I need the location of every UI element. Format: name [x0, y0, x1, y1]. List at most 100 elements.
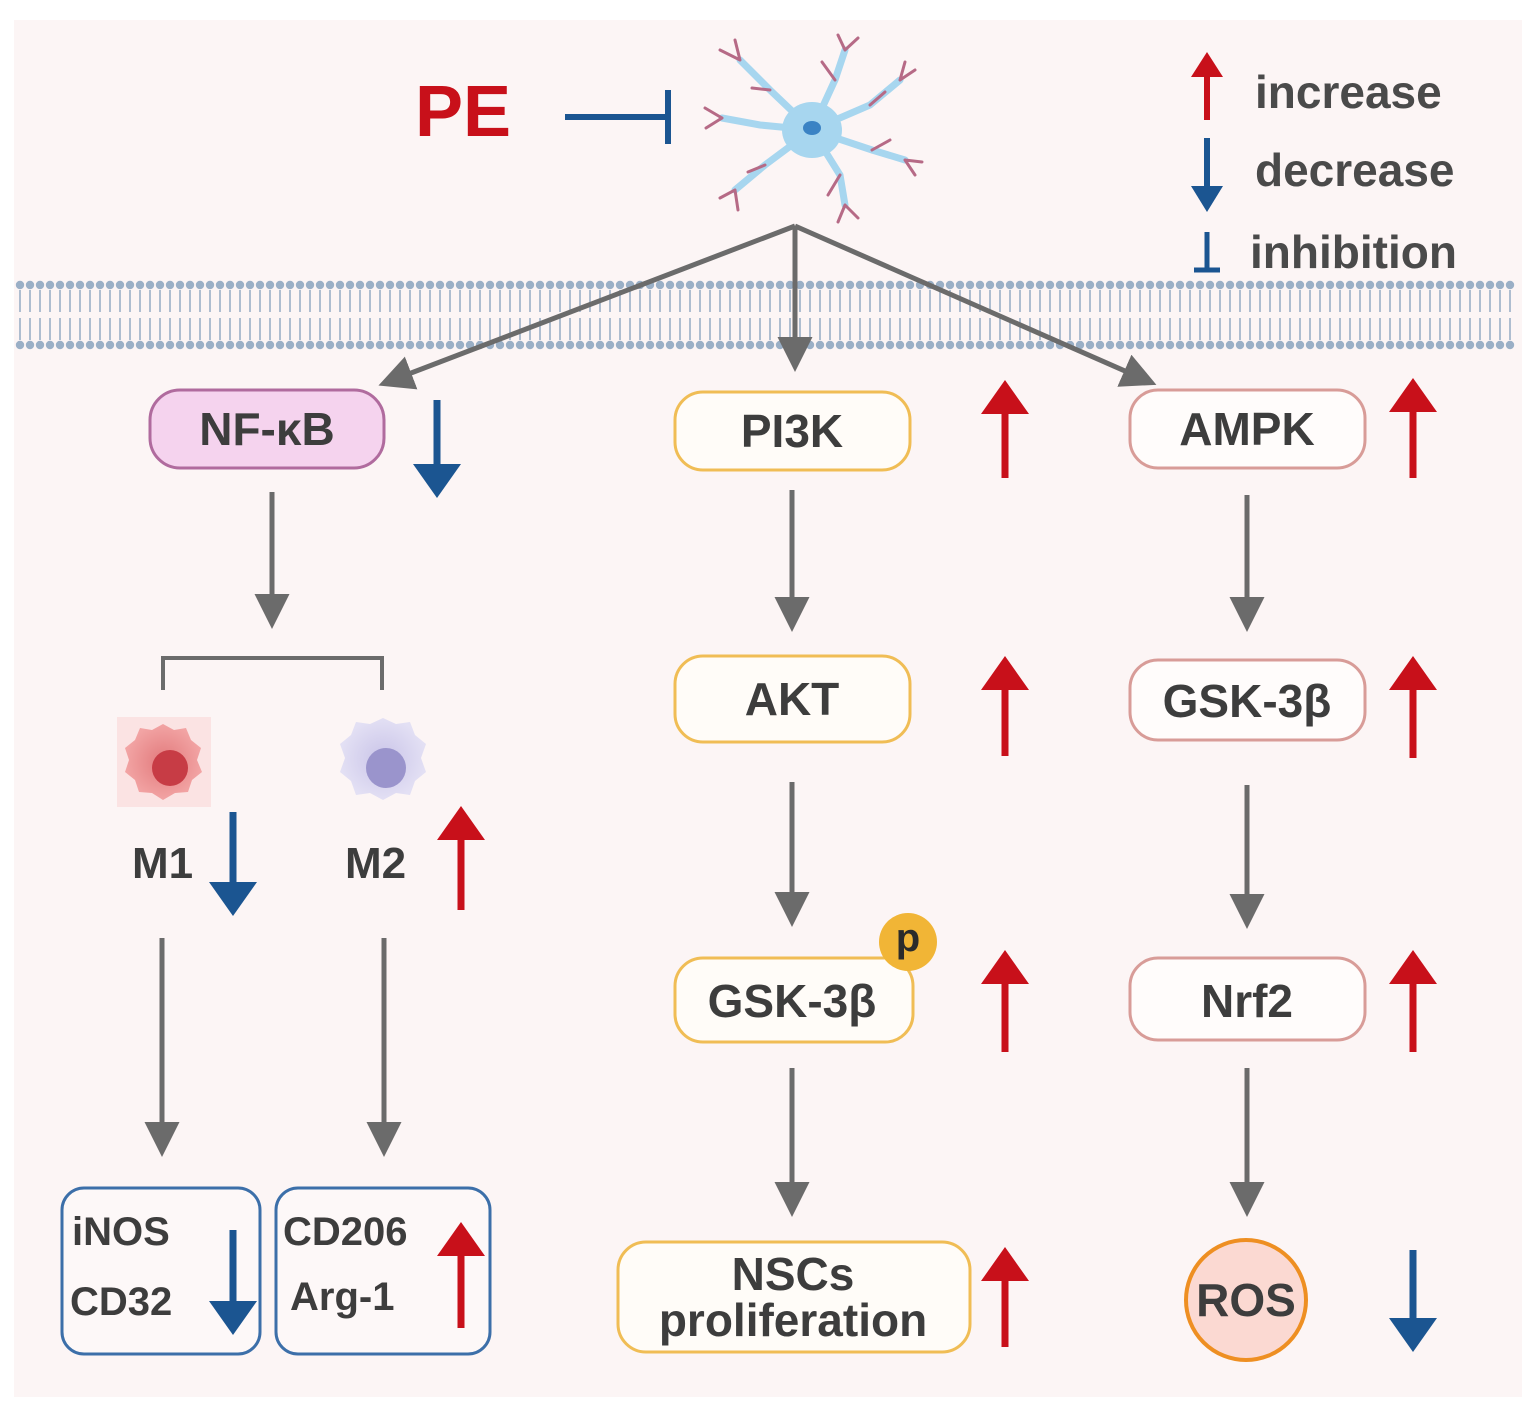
m1-macrophage-icon [117, 717, 211, 807]
membrane-lipid-head [1505, 340, 1515, 350]
membrane-lipid-head [35, 280, 45, 290]
membrane-lipid-head [1495, 340, 1505, 350]
membrane-lipid-head [1295, 340, 1305, 350]
membrane-lipid-head [165, 340, 175, 350]
membrane-lipid-head [255, 280, 265, 290]
membrane-lipid-head [825, 340, 835, 350]
membrane-lipid-head [495, 280, 505, 290]
membrane-lipid-head [1225, 280, 1235, 290]
membrane-lipid-head [695, 340, 705, 350]
membrane-lipid-head [885, 280, 895, 290]
membrane-lipid-head [405, 340, 415, 350]
membrane-lipid-head [1095, 280, 1105, 290]
legend-inhibition-label: inhibition [1250, 226, 1457, 278]
nscs-line1-label: NSCs [732, 1248, 855, 1300]
membrane-lipid-head [1325, 340, 1335, 350]
membrane-lipid-head [1455, 340, 1465, 350]
membrane-lipid-head [655, 280, 665, 290]
membrane-lipid-head [955, 340, 965, 350]
membrane-lipid-head [1265, 280, 1275, 290]
membrane-lipid-head [1155, 340, 1165, 350]
membrane-lipid-head [715, 280, 725, 290]
cd206-arg1-increase-arrow-head [437, 1222, 485, 1256]
membrane-lipid-head [45, 340, 55, 350]
membrane-lipid-head [755, 340, 765, 350]
membrane-lipid-head [95, 280, 105, 290]
membrane-lipid-head [395, 280, 405, 290]
membrane-lipid-head [815, 340, 825, 350]
membrane-lipid-head [875, 340, 885, 350]
membrane-lipid-head [945, 340, 955, 350]
membrane-lipid-head [1235, 340, 1245, 350]
membrane-lipid-head [685, 340, 695, 350]
membrane-lipid-head [1335, 280, 1345, 290]
membrane-lipid-head [1175, 280, 1185, 290]
membrane-lipid-head [1395, 340, 1405, 350]
membrane-lipid-head [475, 280, 485, 290]
membrane-lipid-head [695, 280, 705, 290]
membrane-lipid-head [555, 280, 565, 290]
membrane-lipid-head [1455, 280, 1465, 290]
membrane-lipid-head [515, 340, 525, 350]
membrane-lipid-head [105, 280, 115, 290]
membrane-lipid-head [1335, 340, 1345, 350]
membrane-lipid-head [135, 280, 145, 290]
membrane-lipid-head [765, 280, 775, 290]
membrane-lipid-head [1055, 280, 1065, 290]
membrane-lipid-head [735, 280, 745, 290]
m1-decrease-arrow-icon [209, 812, 257, 916]
membrane-lipid-head [55, 340, 65, 350]
membrane-lipid-head [845, 340, 855, 350]
membrane-lipid-head [125, 340, 135, 350]
membrane-lipid-head [1025, 340, 1035, 350]
membrane-lipid-head [365, 280, 375, 290]
membrane-lipid-head [1245, 280, 1255, 290]
membrane-lipid-head [1105, 340, 1115, 350]
membrane-lipid-head [615, 340, 625, 350]
membrane-lipid-head [125, 280, 135, 290]
membrane-lipid-head [995, 280, 1005, 290]
membrane-lipid-head [335, 340, 345, 350]
membrane-lipid-head [1295, 280, 1305, 290]
membrane-lipid-head [75, 280, 85, 290]
membrane-lipid-head [1305, 280, 1315, 290]
membrane-lipid-head [1145, 280, 1155, 290]
membrane-lipid-head [915, 340, 925, 350]
gsk3b-right-increase-arrow-head [1389, 656, 1437, 690]
membrane-lipid-head [305, 280, 315, 290]
membrane-lipid-head [265, 340, 275, 350]
nfkb-decrease-arrow-icon [413, 400, 461, 498]
ampk-increase-arrow-icon [1389, 378, 1437, 478]
membrane-lipid-head [65, 280, 75, 290]
nrf2-increase-arrow-head [1389, 950, 1437, 984]
membrane-lipid-head [1085, 280, 1095, 290]
membrane-lipid-head [895, 280, 905, 290]
membrane-lipid-head [745, 340, 755, 350]
membrane-lipid-head [1135, 280, 1145, 290]
membrane-lipid-head [455, 340, 465, 350]
membrane-lipid-head [715, 340, 725, 350]
pi3k-increase-arrow-head [981, 380, 1029, 414]
membrane-lipid-head [485, 280, 495, 290]
membrane-lipid-head [415, 340, 425, 350]
membrane-lipid-head [1465, 340, 1475, 350]
membrane-lipid-head [645, 340, 655, 350]
pathway-arrows [144, 490, 1265, 1217]
membrane-lipid-head [705, 280, 715, 290]
membrane-lipid-head [1015, 280, 1025, 290]
membrane-lipid-head [1355, 340, 1365, 350]
membrane-lipid-head [535, 340, 545, 350]
membrane-lipid-head [1145, 340, 1155, 350]
membrane-lipid-head [455, 280, 465, 290]
membrane-lipid-head [1445, 280, 1455, 290]
membrane-lipid-head [605, 340, 615, 350]
membrane-lipid-head [35, 340, 45, 350]
membrane-lipid-head [515, 280, 525, 290]
membrane-lipid-head [225, 340, 235, 350]
membrane-lipid-head [185, 340, 195, 350]
membrane-lipid-head [1465, 280, 1475, 290]
membrane-lipid-head [605, 280, 615, 290]
membrane-lipid-head [355, 280, 365, 290]
membrane-lipid-head [105, 340, 115, 350]
membrane-lipid-head [1235, 280, 1245, 290]
